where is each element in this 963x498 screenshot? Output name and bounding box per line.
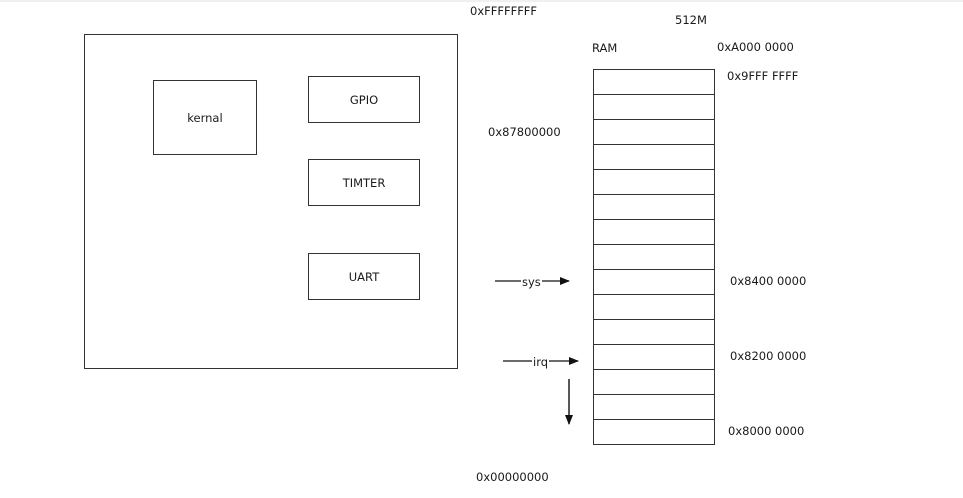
gpio-label: GPIO (349, 92, 379, 107)
timer-label: TIMTER (342, 175, 386, 190)
addr-bottom: 0x00000000 (476, 470, 549, 484)
addr-top: 0xFFFFFFFF (470, 4, 538, 18)
addr-8400: 0x8400 0000 (730, 274, 807, 288)
uart-label: UART (348, 269, 380, 284)
kernel-box: kernal (153, 80, 257, 155)
ram-block (593, 369, 715, 395)
ram-block (593, 94, 715, 120)
timer-box: TIMTER (308, 159, 420, 206)
addr-a000: 0xA000 0000 (717, 40, 794, 54)
ram-block (593, 169, 715, 195)
sys-label: sys (521, 275, 542, 289)
addr-middle: 0x87800000 (488, 125, 561, 139)
addr-8000: 0x8000 0000 (728, 424, 805, 438)
ram-block (593, 394, 715, 420)
ram-block (593, 319, 715, 345)
ram-block (593, 419, 715, 445)
top-rule (0, 0, 963, 2)
kernel-label: kernal (187, 110, 223, 125)
gpio-box: GPIO (308, 76, 420, 123)
ram-block (593, 244, 715, 270)
ram-block (593, 269, 715, 295)
ram-block (593, 344, 715, 370)
irq-label: irq (532, 355, 550, 369)
ram-size-label: 512M (675, 13, 707, 27)
soc-box (84, 34, 458, 369)
ram-stack (593, 69, 715, 445)
ram-block (593, 119, 715, 145)
ram-block (593, 144, 715, 170)
addr-9fff: 0x9FFF FFFF (727, 69, 799, 83)
ram-block (593, 69, 715, 95)
addr-8200: 0x8200 0000 (730, 349, 807, 363)
ram-label: RAM (592, 41, 618, 55)
uart-box: UART (308, 253, 420, 300)
ram-block (593, 194, 715, 220)
ram-block (593, 219, 715, 245)
ram-block (593, 294, 715, 320)
